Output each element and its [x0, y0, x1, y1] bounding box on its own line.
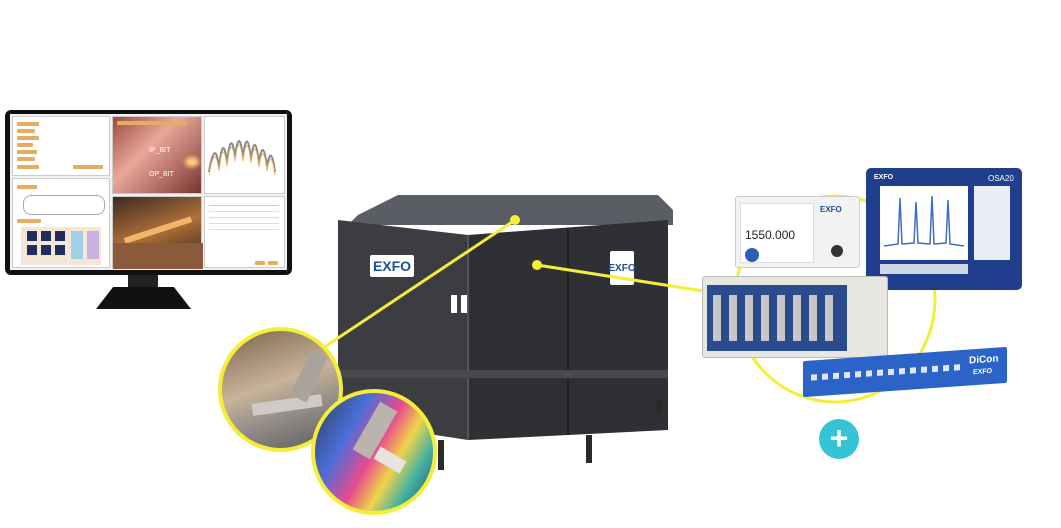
monitor: IP_BIT OP_BIT [5, 110, 292, 275]
camera-label-1: IP_BIT [149, 147, 171, 154]
optical-spectrum-analyzer: EXFO OSA20 [866, 168, 1022, 290]
software-screen: IP_BIT OP_BIT [10, 114, 287, 270]
control-panel [12, 116, 110, 176]
camera-label-2: OP_BIT [149, 171, 174, 178]
results-table [204, 196, 285, 268]
camera-view: IP_BIT OP_BIT [112, 116, 202, 194]
spectrum-graph [204, 116, 285, 194]
osa-exfo-logo: EXFO [874, 174, 894, 181]
switch-exfo-logo: EXFO [973, 367, 993, 377]
workflow-panel [12, 178, 110, 268]
laser-display: 1550.000 [740, 203, 814, 263]
tunable-laser: 1550.000 EXFO [735, 196, 860, 268]
osa-spectrum-plot [883, 195, 965, 247]
spectrum-plot [208, 140, 276, 176]
plus-icon: + [819, 419, 859, 459]
osa-model-label: OSA20 [988, 174, 1014, 183]
wafer-closeup-photo [311, 389, 437, 515]
monitor-neck [128, 275, 158, 289]
probe-camera-view [112, 196, 203, 269]
monitor-stand [96, 287, 191, 309]
exfo-logo-left: EXFO [370, 255, 414, 277]
laser-exfo-logo: EXFO [820, 205, 842, 214]
osa-screen [880, 186, 968, 260]
switch-dicon-logo: DiCon [969, 353, 999, 367]
modular-test-platform [702, 276, 888, 358]
module-slots [707, 285, 847, 351]
